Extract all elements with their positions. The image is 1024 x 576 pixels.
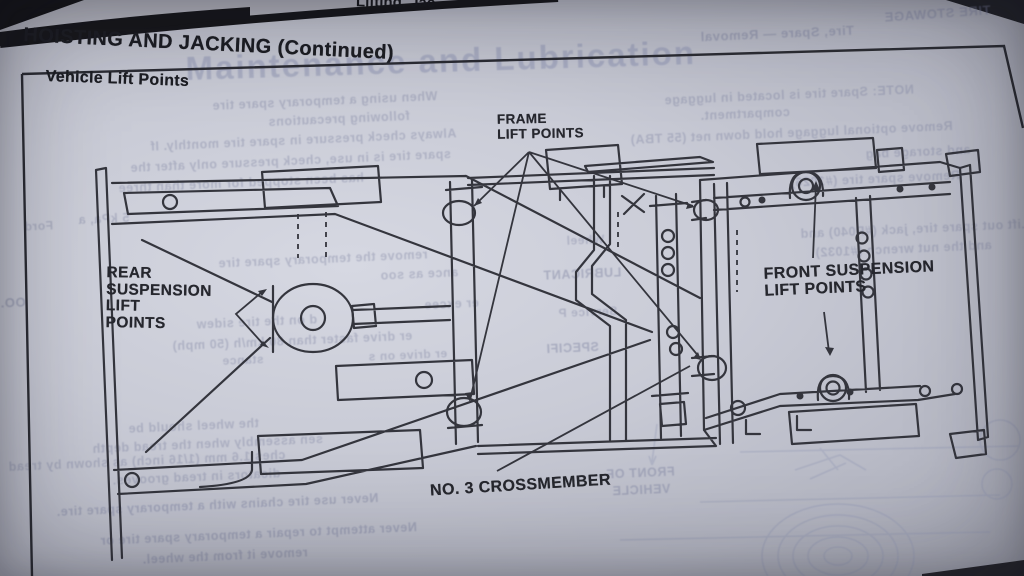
- label-frame-lift-points: FRAME LIFT POINTS: [496, 110, 585, 142]
- label-leader-lines: [234, 151, 830, 472]
- label-rear-suspension-lift-points: REAR SUSPENSION LIFT POINTS: [105, 264, 212, 333]
